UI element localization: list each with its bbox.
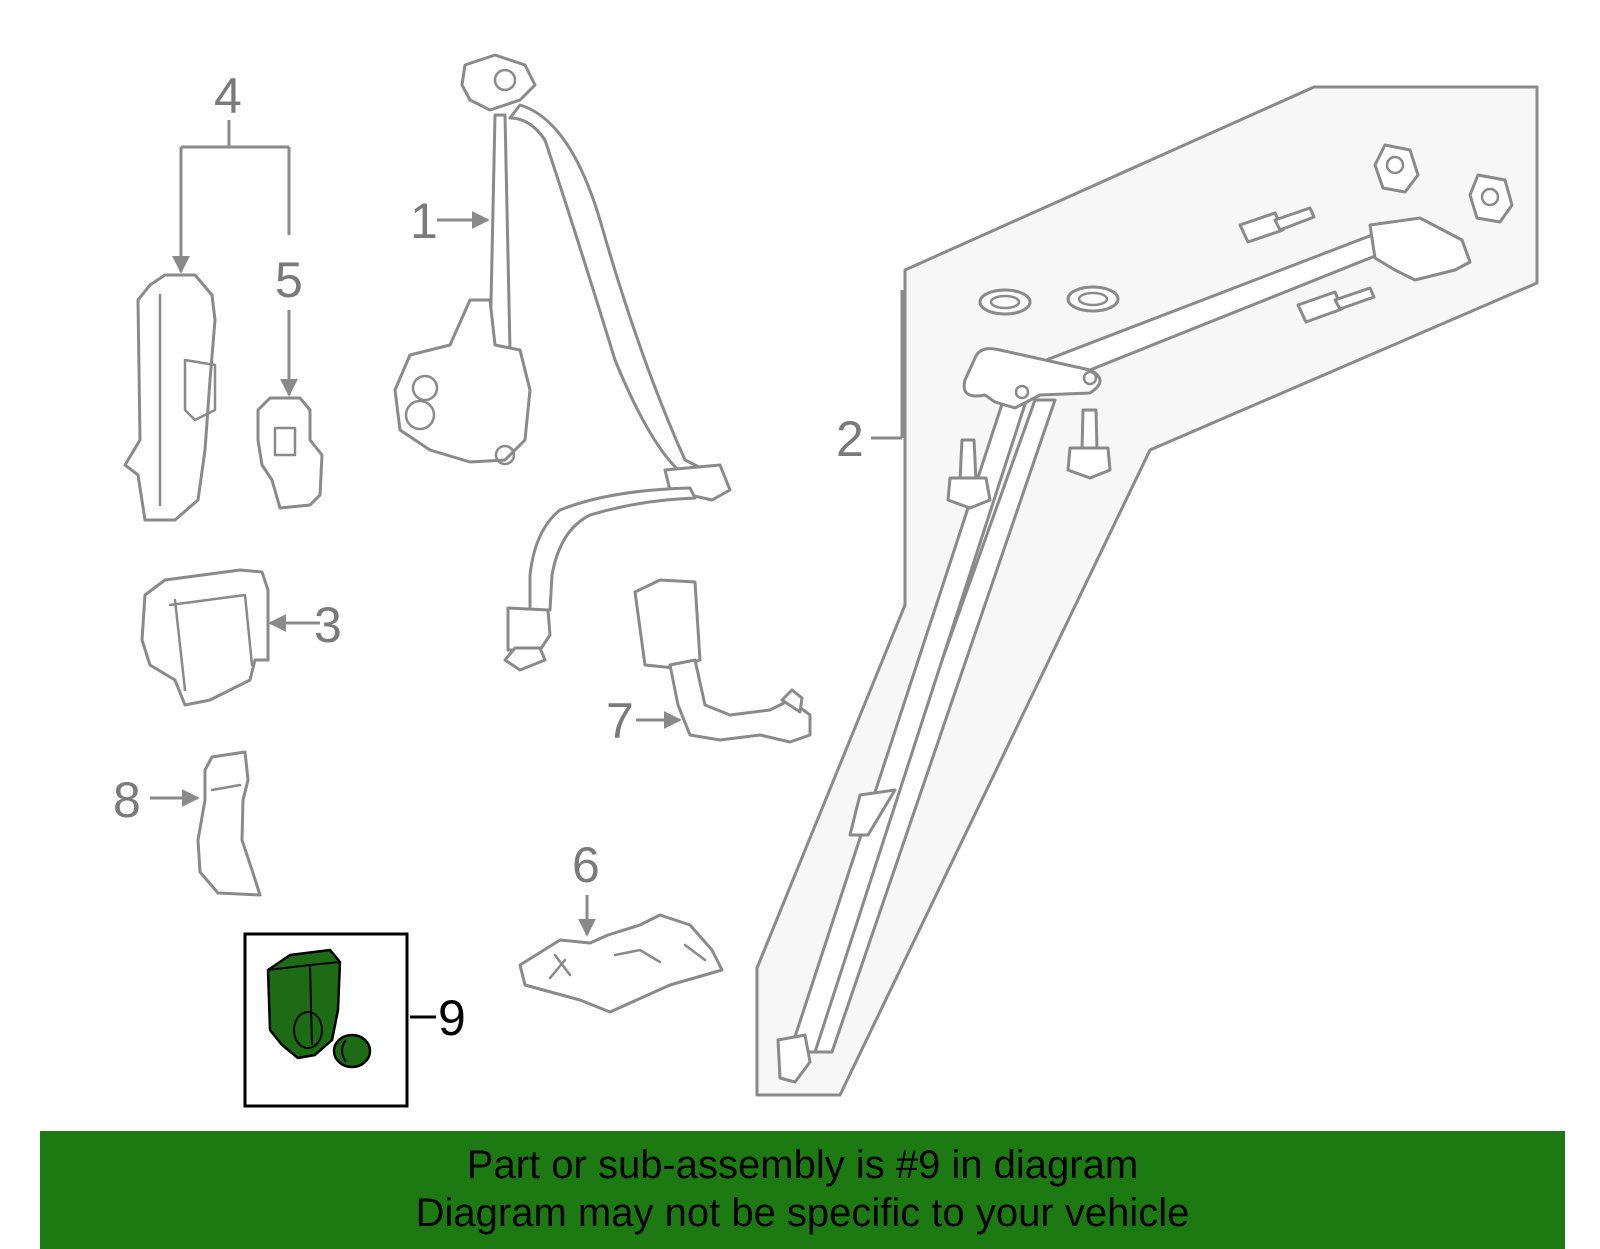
- part-1-retractor: [393, 53, 732, 672]
- part-6-plate: [518, 913, 724, 1014]
- part-2-belt-panel: [755, 85, 1539, 1097]
- callout-5: 5: [275, 252, 303, 308]
- part-8-bracket: [196, 750, 262, 897]
- part-3-cover: [140, 568, 270, 707]
- callout-3: 3: [314, 597, 342, 653]
- leader-lines: [150, 120, 904, 1019]
- callout-1: 1: [410, 193, 438, 249]
- info-banner: Part or sub-assembly is #9 in diagram Di…: [40, 1131, 1565, 1249]
- callout-4: 4: [214, 68, 242, 124]
- part-7-buckle: [633, 578, 812, 744]
- callout-2: 2: [836, 411, 864, 467]
- banner-line-1: Part or sub-assembly is #9 in diagram: [466, 1143, 1139, 1187]
- callout-7: 7: [606, 693, 634, 749]
- part-9-highlight: [243, 932, 409, 1108]
- callout-9: 9: [438, 990, 466, 1046]
- callouts: 1 2 3 4 5 6 7 8 9: [113, 68, 864, 1046]
- part-5-clip: [256, 396, 324, 510]
- part-4-trim: [123, 273, 217, 522]
- banner-line-2: Diagram may not be specific to your vehi…: [415, 1191, 1190, 1235]
- callout-6: 6: [572, 837, 600, 893]
- callout-8: 8: [113, 772, 141, 828]
